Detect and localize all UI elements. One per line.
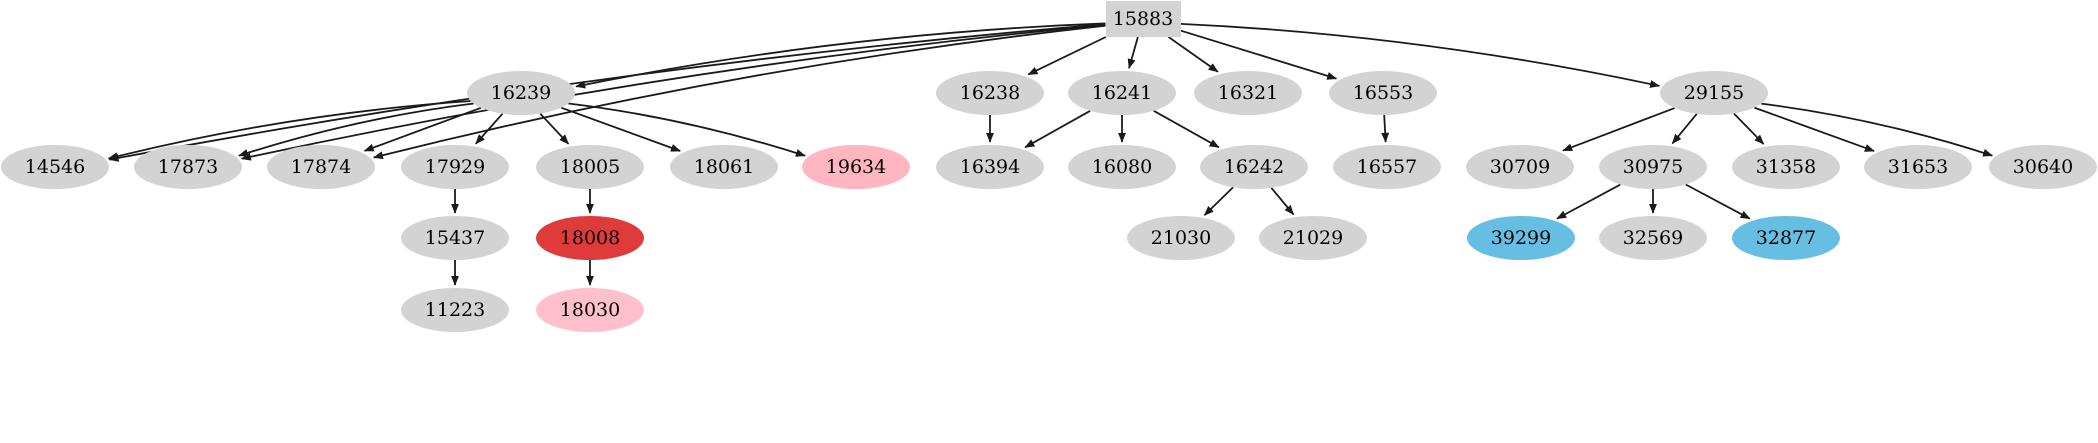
graph-node-label: 18030 bbox=[559, 298, 621, 321]
graph-node-label: 30975 bbox=[1622, 155, 1684, 178]
graph-node-16239[interactable]: 16239 bbox=[467, 71, 575, 115]
graph-node-39299[interactable]: 39299 bbox=[1467, 216, 1575, 260]
graph-node-15883[interactable]: 15883 bbox=[1105, 1, 1181, 37]
graph-node-16238[interactable]: 16238 bbox=[936, 71, 1044, 115]
graph-node-31653[interactable]: 31653 bbox=[1864, 145, 1972, 189]
graph-node-label: 18005 bbox=[559, 155, 621, 178]
graph-node-31358[interactable]: 31358 bbox=[1732, 145, 1840, 189]
graph-node-16241[interactable]: 16241 bbox=[1068, 71, 1176, 115]
graph-node-18005[interactable]: 18005 bbox=[536, 145, 644, 189]
graph-node-16242[interactable]: 16242 bbox=[1200, 145, 1308, 189]
graph-node-label: 16321 bbox=[1217, 81, 1279, 104]
graph-node-label: 16080 bbox=[1091, 155, 1153, 178]
graph-node-label: 16553 bbox=[1352, 81, 1414, 104]
graph-node-19634[interactable]: 19634 bbox=[802, 145, 910, 189]
graph-node-30975[interactable]: 30975 bbox=[1599, 145, 1707, 189]
graph-node-16321[interactable]: 16321 bbox=[1194, 71, 1302, 115]
graph-node-29155[interactable]: 29155 bbox=[1660, 71, 1768, 115]
graph-node-label: 16241 bbox=[1091, 81, 1153, 104]
graph-node-label: 19634 bbox=[825, 155, 887, 178]
graph-node-17873[interactable]: 17873 bbox=[134, 145, 242, 189]
graph-node-label: 16238 bbox=[959, 81, 1021, 104]
graph-node-32877[interactable]: 32877 bbox=[1732, 216, 1840, 260]
graph-node-label: 17874 bbox=[290, 155, 352, 178]
graph-node-18008[interactable]: 18008 bbox=[536, 216, 644, 260]
graph-node-label: 30640 bbox=[2012, 155, 2074, 178]
graph-node-label: 17873 bbox=[157, 155, 219, 178]
graph-node-label: 16239 bbox=[490, 81, 552, 104]
graph-node-label: 32569 bbox=[1622, 226, 1684, 249]
graph-node-label: 31653 bbox=[1887, 155, 1949, 178]
graph-node-label: 17929 bbox=[424, 155, 486, 178]
graph-node-18030[interactable]: 18030 bbox=[536, 288, 644, 332]
graph-node-16080[interactable]: 16080 bbox=[1068, 145, 1176, 189]
graph-node-17929[interactable]: 17929 bbox=[401, 145, 509, 189]
graph-node-18061[interactable]: 18061 bbox=[670, 145, 778, 189]
graph-node-label: 18008 bbox=[559, 226, 621, 249]
graph-node-17874[interactable]: 17874 bbox=[267, 145, 375, 189]
graph-node-14546[interactable]: 14546 bbox=[1, 145, 109, 189]
graph-node-label: 16394 bbox=[959, 155, 1021, 178]
graph-node-label: 15883 bbox=[1112, 7, 1174, 30]
graph-node-label: 14546 bbox=[24, 155, 86, 178]
graph-node-label: 32877 bbox=[1755, 226, 1817, 249]
graph-node-label: 30709 bbox=[1489, 155, 1551, 178]
graph-node-11223[interactable]: 11223 bbox=[401, 288, 509, 332]
graph-node-label: 31358 bbox=[1755, 155, 1817, 178]
graph-node-21029[interactable]: 21029 bbox=[1259, 216, 1367, 260]
graph-node-label: 16557 bbox=[1356, 155, 1418, 178]
graph-node-15437[interactable]: 15437 bbox=[401, 216, 509, 260]
graph-node-label: 15437 bbox=[424, 226, 486, 249]
graph-node-16553[interactable]: 16553 bbox=[1329, 71, 1437, 115]
graph-node-label: 11223 bbox=[424, 298, 486, 321]
graph-node-label: 21029 bbox=[1282, 226, 1344, 249]
graph-node-21030[interactable]: 21030 bbox=[1127, 216, 1235, 260]
graph-node-label: 21030 bbox=[1150, 226, 1212, 249]
graph-node-16557[interactable]: 16557 bbox=[1333, 145, 1441, 189]
graph-node-16394[interactable]: 16394 bbox=[936, 145, 1044, 189]
graph-node-30709[interactable]: 30709 bbox=[1466, 145, 1574, 189]
graph-node-label: 18061 bbox=[693, 155, 755, 178]
graph-node-label: 29155 bbox=[1683, 81, 1745, 104]
graph-node-label: 16242 bbox=[1223, 155, 1285, 178]
graph-node-30640[interactable]: 30640 bbox=[1989, 145, 2097, 189]
graph-node-label: 39299 bbox=[1490, 226, 1552, 249]
graph-node-32569[interactable]: 32569 bbox=[1599, 216, 1707, 260]
